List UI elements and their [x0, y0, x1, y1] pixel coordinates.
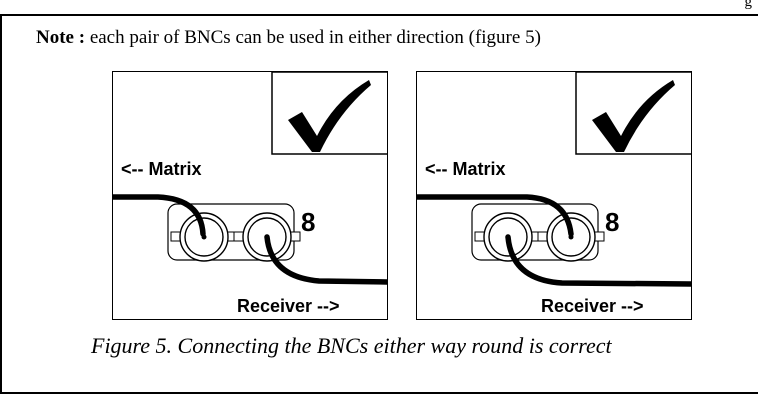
receiver-cable — [505, 234, 691, 287]
check-box — [271, 72, 387, 155]
check-mark-icon — [592, 80, 675, 152]
note-text: each pair of BNCs can be used in either … — [85, 27, 541, 48]
receiver-label: Receiver --> — [237, 296, 340, 316]
check-box — [575, 72, 691, 155]
check-mark-icon — [288, 80, 371, 152]
receiver-cable — [264, 234, 387, 285]
diagram-panel-right: <-- Matrix 8 Receiver --> — [416, 71, 692, 320]
bnc-diagram-right: <-- Matrix 8 Receiver --> — [417, 72, 691, 316]
bnc-connector-left — [170, 212, 238, 262]
matrix-label: <-- Matrix — [425, 159, 506, 179]
bnc-connector-right — [537, 212, 605, 262]
bnc-connector-right — [233, 212, 301, 262]
figure-caption: Figure 5. Connecting the BNCs either way… — [91, 333, 612, 358]
port-number: 8 — [301, 207, 315, 237]
page-header-fragment: g — [744, 0, 753, 10]
diagram-panel-left: <-- Matrix 8 Receiver --> — [112, 71, 388, 320]
bnc-diagram-left: <-- Matrix 8 Receiver --> — [113, 72, 387, 316]
port-number: 8 — [605, 207, 619, 237]
matrix-label: <-- Matrix — [121, 159, 202, 179]
matrix-cable — [417, 194, 574, 237]
matrix-cable — [113, 194, 206, 237]
receiver-label: Receiver --> — [541, 296, 644, 316]
note-line: Note : each pair of BNCs can be used in … — [36, 27, 541, 49]
note-label: Note : — [36, 27, 86, 48]
